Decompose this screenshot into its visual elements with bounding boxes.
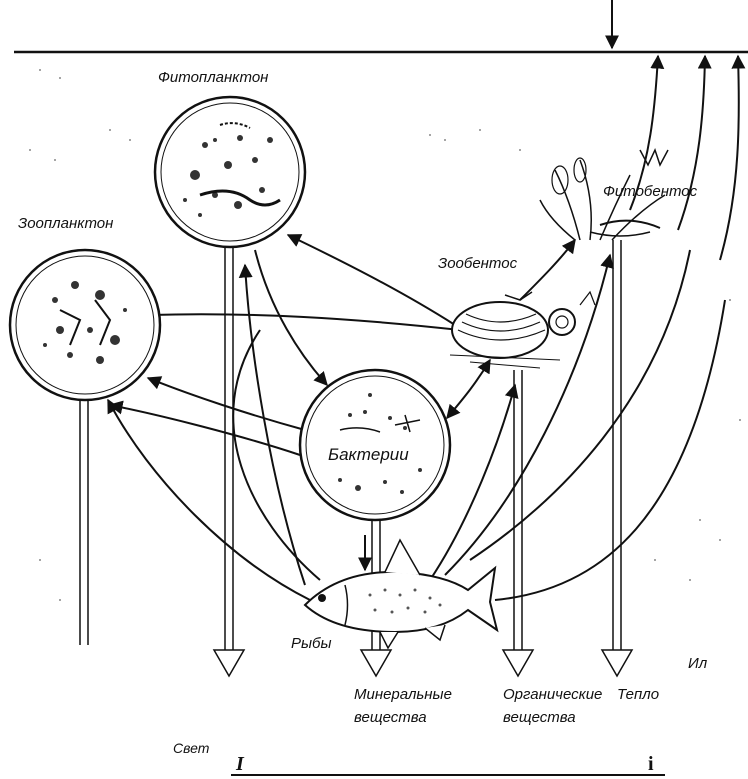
organic-label-1: Органические — [503, 686, 602, 703]
fish-illustration — [305, 540, 497, 648]
zoobenthos-label: Зообентос — [438, 255, 518, 272]
light-label: Свет — [173, 740, 210, 756]
silt-label: Ил — [688, 655, 708, 672]
heat-arrows — [630, 56, 739, 260]
fish-label: Рыбы — [291, 635, 332, 652]
heat-label: Тепло — [617, 686, 659, 703]
zooplankton-label: Зоопланктон — [18, 215, 113, 232]
mineral-label-1: Минеральные — [354, 686, 452, 703]
phytoplankton-label: Фитопланктон — [158, 69, 268, 86]
phytobenthos-label: Фитобентос — [603, 183, 698, 200]
zoobenthos-cluster — [450, 292, 595, 368]
bacteria-label: Бактерии — [328, 445, 409, 464]
footer-mark-left: I — [235, 753, 245, 775]
organic-label-2: вещества — [503, 709, 576, 726]
footer-mark-right: i — [648, 753, 654, 775]
mineral-label-2: вещества — [354, 709, 427, 726]
phytoplankton-circle — [155, 97, 305, 247]
zooplankton-circle — [10, 250, 160, 400]
